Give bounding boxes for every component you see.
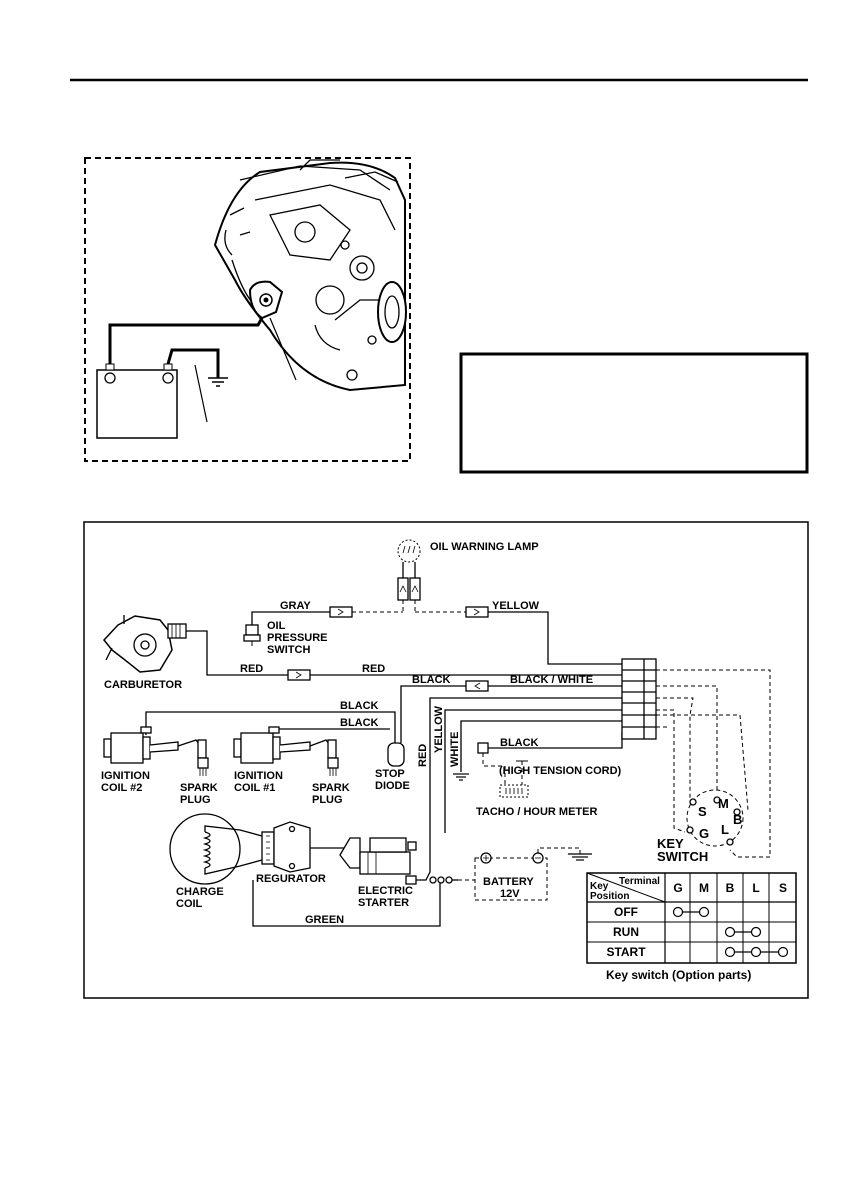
label-ignition-coil-2-2: COIL #2 [101,782,142,794]
label-red-mid: RED [362,663,385,675]
connector-block [621,658,657,740]
table-row-label-off: OFF [614,905,638,919]
table-row-label-run: RUN [613,925,639,939]
table-header-position: Position [590,891,629,902]
battery-terminal-neg [162,372,174,384]
label-ignition-coil-1-2: COIL #1 [234,782,275,794]
carburetor [103,615,187,673]
leader-line-cable [194,364,208,423]
label-charge-coil-1: CHARGE [176,886,224,898]
label-oil-warning-lamp: OIL WARNING LAMP [430,541,539,553]
label-black-4: BLACK [500,737,539,749]
wire-yellow-top [488,611,622,665]
label-carburetor: CARBURETOR [104,679,182,691]
ignition-coil-1 [233,726,339,776]
table-header-terminal: Terminal [619,876,660,887]
label-green: GREEN [305,914,344,926]
table-header-key: Key [590,881,609,892]
battery-12v [474,852,548,901]
ignition-coil-2 [103,726,209,776]
battery-terminal-pos [104,372,116,384]
electric-starter [339,837,417,885]
wire-black-3 [272,728,390,735]
wire-red-vertical [416,697,622,881]
wire-white-vertical [460,720,622,772]
label-black-2: BLACK [340,700,379,712]
battery-positive-cable [108,317,264,364]
label-electric-starter-1: ELECTRIC [358,885,413,897]
label-stop-diode-1: STOP [375,768,405,780]
table-caption: Key switch (Option parts) [606,968,751,982]
label-high-tension-cord: (HIGH TENSION CORD) [499,765,622,777]
battery-ground-cable [166,348,220,378]
table-connection-dot [724,926,736,938]
note-box [459,352,809,474]
label-black-3: BLACK [340,717,379,729]
table-column-b: B [726,881,735,895]
charge-coil [169,813,263,885]
label-oil-pressure-switch-1: OIL [267,620,286,632]
wire-black-1 [400,685,466,743]
wire-red [186,630,288,676]
label-battery-2: 12V [500,888,520,900]
table-column-m: M [699,881,709,895]
table-row-label-start: START [606,945,646,959]
table-connection-dot [750,946,762,958]
label-oil-pressure-switch-3: SWITCH [267,644,310,656]
label-yellow-top: YELLOW [492,600,540,612]
label-gray: GRAY [280,600,311,612]
table-connection-dot [750,926,762,938]
engine-dashed-frame [84,157,411,462]
table-connection-dot [724,946,736,958]
label-battery-1: BATTERY [483,876,534,888]
label-regurator: REGURATOR [256,873,326,885]
table-column-s: S [779,881,787,895]
oil-warning-lamp [397,539,421,612]
label-red-vertical: RED [417,744,429,767]
table-column-g: G [673,881,682,895]
regulator [261,821,311,873]
label-ignition-coil-2-1: IGNITION [101,770,150,782]
stop-diode [387,742,405,767]
label-tacho-hour-meter: TACHO / HOUR METER [476,806,597,818]
engine-block [213,159,407,392]
label-black-white: BLACK / WHITE [510,674,593,686]
key-terminal-l: L [721,822,729,837]
label-spark-plug-1-2: PLUG [180,794,211,806]
label-black-1: BLACK [412,674,451,686]
key-switch-table [586,872,797,964]
key-switch [686,789,744,847]
wire-green [252,880,441,927]
label-charge-coil-2: COIL [176,898,203,910]
table-connection-dot [698,906,710,918]
label-electric-starter-2: STARTER [358,897,409,909]
wire-yellow-vertical [444,709,622,833]
label-ignition-coil-1-1: IGNITION [234,770,283,782]
oil-pressure-switch [243,624,261,646]
label-spark-plug-2-2: PLUG [312,794,343,806]
label-key-switch-1: KEY [657,836,684,851]
label-spark-plug-1-1: SPARK [180,782,218,794]
wiring-diagram-frame [83,521,809,999]
wire-black-2 [145,711,396,743]
engine-illustration [84,157,411,462]
label-stop-diode-2: DIODE [375,780,410,792]
label-spark-plug-2-1: SPARK [312,782,350,794]
key-terminal-m: M [718,796,729,811]
table-connection-dot [672,906,684,918]
leader-line-switch [269,317,297,381]
table-connection-dot [777,946,789,958]
label-white-vertical: WHITE [449,732,461,767]
label-yellow-vertical: YELLOW [433,705,445,753]
key-terminal-b: B [733,812,742,827]
label-red-left: RED [240,663,263,675]
key-terminal-s: S [698,804,707,819]
key-terminal-g: G [699,826,709,841]
table-column-l: L [752,881,759,895]
label-key-switch-2: SWITCH [657,849,708,864]
wire-gray [251,611,330,625]
label-oil-pressure-switch-2: PRESSURE [267,632,328,644]
